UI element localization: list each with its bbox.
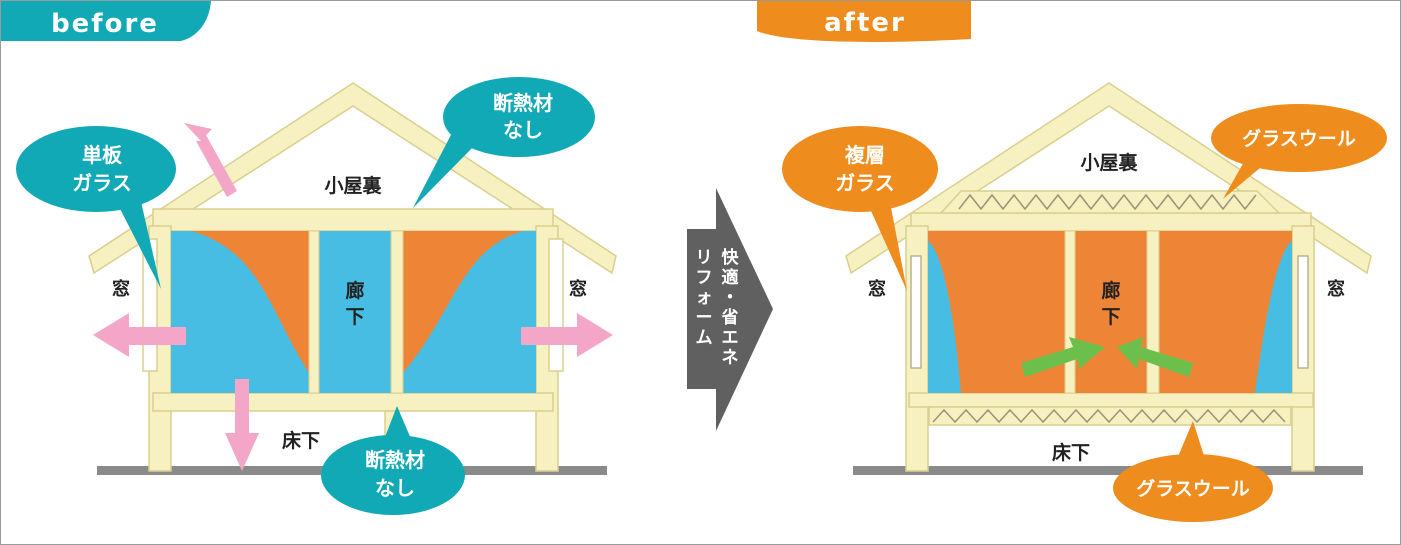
- before-window-right-label: 窓: [569, 278, 587, 300]
- after-bubble-glass-line2: ガラス: [835, 171, 895, 195]
- after-green-arrow-left: [1021, 337, 1105, 377]
- reform-arrow-left-char: ム: [696, 328, 713, 348]
- before-bubble-roof: 断熱材 なし: [413, 77, 595, 208]
- after-house: 小屋裏 窓 窓 廊 下 床下 複層 ガラス グラスウール グラスウール: [782, 82, 1387, 522]
- before-roof: [88, 82, 617, 275]
- before-warm-right: [403, 231, 523, 373]
- before-bubble-glass-line1: 単板: [82, 143, 123, 167]
- after-roof: [845, 82, 1372, 275]
- reform-arrow-col-right: 快適・省エネ: [721, 247, 740, 368]
- before-hallway-label-2: 下: [345, 306, 364, 328]
- after-left-window-frame: [910, 255, 922, 369]
- before-room-mid: [319, 231, 391, 393]
- before-bubble-roof-line2: なし: [503, 118, 543, 142]
- before-header-label: before: [51, 9, 159, 39]
- before-right-window-frame: [548, 238, 564, 372]
- after-right-window-frame: [1297, 255, 1309, 369]
- before-heat-arrow-right: [521, 313, 613, 357]
- reform-arrow-right-char: 省: [721, 307, 739, 328]
- after-underfloor-label: 床下: [1052, 441, 1090, 464]
- before-heat-arrow-left: [93, 313, 186, 357]
- after-bubble-floor: グラスウール: [1113, 421, 1273, 522]
- after-bubble-roof-label: グラスウール: [1242, 127, 1356, 150]
- reform-arrow-right-char: ・: [722, 288, 739, 308]
- after-floor-beam: [908, 392, 1314, 408]
- before-bubble-floor-line2: なし: [375, 476, 415, 500]
- after-hallway-label-2: 下: [1101, 306, 1120, 328]
- after-header-label: after: [824, 8, 906, 38]
- reform-arrow-left-char: フ: [696, 268, 713, 288]
- reform-arrow-right-char: 快: [722, 247, 740, 268]
- before-attic-label: 小屋裏: [324, 174, 382, 197]
- reform-arrow-shape: [687, 188, 773, 431]
- after-hallway-label-1: 廊: [1101, 279, 1120, 302]
- before-bubble-glass: 単板 ガラス: [16, 126, 176, 289]
- before-bubble-floor-line1: 断熱材: [365, 448, 425, 472]
- before-house: 小屋裏 窓 窓 廊 下 床下 単板 ガラス 断熱材 なし 断熱材 なし: [16, 77, 617, 515]
- reform-arrow-right-char: エ: [722, 328, 739, 348]
- before-floor-beam: [152, 392, 554, 412]
- reform-arrow-left-char: リ: [696, 248, 713, 268]
- before-underfloor-label: 床下: [282, 429, 320, 452]
- before-bubble-glass-line2: ガラス: [72, 171, 132, 195]
- reform-arrow-left-char: ォ: [696, 288, 713, 308]
- reform-arrow-left-char: ー: [696, 308, 713, 328]
- before-window-left-label: 窓: [112, 278, 130, 300]
- after-divider-2: [1146, 230, 1160, 394]
- before-hallway-label-1: 廊: [345, 279, 364, 302]
- before-divider-1: [308, 230, 320, 394]
- after-bubble-glass: 複層 ガラス: [782, 126, 938, 291]
- after-window-right-label: 窓: [1327, 278, 1345, 300]
- after-window-left-label: 窓: [868, 278, 886, 300]
- before-warm-left: [191, 231, 309, 373]
- after-attic-label: 小屋裏: [1080, 151, 1138, 174]
- after-header-tab: [757, 1, 971, 42]
- before-bubble-roof-line1: 断熱材: [493, 91, 553, 115]
- after-attic-beam: [910, 212, 1312, 232]
- after-cold-right: [1255, 241, 1292, 393]
- after-divider-1: [1064, 230, 1076, 394]
- after-floor-insulation-zigzag: [932, 408, 1286, 424]
- after-attic-insulation-zigzag: [958, 193, 1257, 211]
- before-header-tab: [1, 1, 211, 41]
- after-ground: [853, 466, 1363, 475]
- before-attic-beam: [152, 208, 554, 232]
- before-heat-arrow-roof: [184, 123, 237, 197]
- after-green-arrow-right: [1117, 337, 1193, 377]
- after-cold-left: [928, 241, 961, 393]
- before-bubble-floor: 断熱材 なし: [321, 406, 465, 515]
- before-heat-arrow-floor: [225, 379, 259, 471]
- after-bubble-roof: グラスウール: [1211, 104, 1387, 199]
- before-divider-2: [390, 230, 404, 394]
- after-bubble-floor-label: グラスウール: [1136, 477, 1250, 500]
- after-bubble-glass-line1: 複層: [845, 143, 885, 167]
- reform-arrow-right-char: ネ: [722, 348, 739, 368]
- reform-arrow-right-char: 適: [722, 267, 739, 288]
